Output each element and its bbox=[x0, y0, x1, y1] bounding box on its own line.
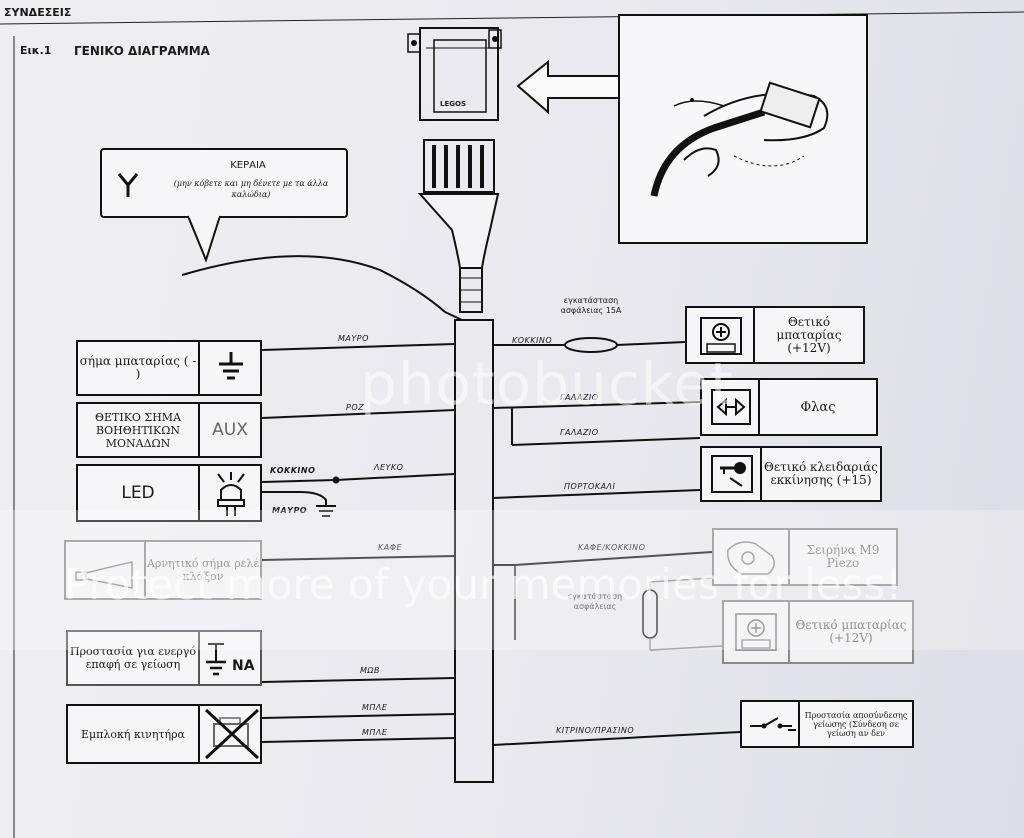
battery-icon bbox=[700, 317, 742, 355]
siren-box: Σειρήνα M9 Piezo bbox=[712, 528, 898, 586]
battery-positive-label: Θετικό μπαταρίας (+12V) bbox=[776, 314, 842, 355]
wire-lightblue2-label: ΓΑΛΑΖΙΟ bbox=[560, 428, 599, 437]
antenna-note: (μην κόβετε και μη δένετε με τα άλλα καλ… bbox=[173, 179, 329, 199]
diagram-title: ΓΕΝΙΚΟ ΔΙΑΓΡΑΜΜΑ bbox=[74, 44, 210, 58]
wire-yellow-green-label: ΚΙΤΡΙΝΟ/ΠΡΑΣΙΝΟ bbox=[556, 726, 635, 735]
antenna-callout: ΚΕΡΑΙΑ (μην κόβετε και μη δένετε με τα ά… bbox=[100, 148, 348, 218]
indicator-arrows-icon bbox=[711, 389, 751, 425]
ground-disconnect-label: Προστασία αποσύνδεσης γείωσης (Σύνδεση σ… bbox=[804, 710, 908, 738]
fuse-15a-label: εγκατάσταση ασφάλειας 15A bbox=[560, 296, 622, 315]
horn-relay-box: Αρνητικό σήμα ρελέ κλάξον bbox=[64, 540, 262, 600]
led-box: LED bbox=[76, 464, 262, 522]
fuse-siren-label: εγκατάσταση ασφάλειας bbox=[567, 592, 623, 611]
siren-icon bbox=[727, 541, 775, 575]
ignition-box: Θετικό κλειδαριάς εκκίνησης (+15) bbox=[700, 446, 882, 502]
steering-column-icon bbox=[650, 81, 829, 197]
battery-positive-box: Θετικό μπαταρίας (+12V) bbox=[685, 306, 865, 364]
wire-black-led-label: ΜΑΥΡΟ bbox=[272, 506, 308, 515]
engine-blocked-icon bbox=[204, 708, 260, 760]
switch-icon bbox=[750, 717, 796, 731]
callout-tail bbox=[187, 214, 221, 263]
wire-red-label: ΚΟΚΚΙΝΟ bbox=[270, 466, 316, 475]
battery-negative-label: σήμα μπαταρίας ( - ) bbox=[79, 354, 197, 381]
wire-black-label: ΜΑΥΡΟ bbox=[338, 334, 369, 343]
horn-relay-label: Αρνητικό σήμα ρελέ κλάξον bbox=[146, 557, 260, 583]
antenna-title: ΚΕΡΑΙΑ bbox=[230, 159, 266, 171]
siren-label: Σειρήνα M9 Piezo bbox=[806, 543, 880, 570]
siren-battery-label: Θετικό μπαταρίας (+12V) bbox=[795, 618, 907, 645]
unit-label: LEGOS bbox=[440, 100, 466, 108]
ground-protection-label: Προστασία για ενεργό επαφή σε γείωση bbox=[69, 645, 196, 671]
figure-number: Εικ.1 bbox=[20, 44, 52, 57]
wire-brown-label: ΚΑΦΕ bbox=[378, 543, 403, 552]
siren-battery-icon bbox=[735, 613, 777, 651]
aux-icon: AUX bbox=[212, 419, 248, 440]
installation-inset bbox=[618, 14, 868, 244]
wire-brown-red-label: ΚΑΦΕ/ΚΟΚΚΙΝΟ bbox=[578, 543, 646, 552]
wire-purple-label: ΜΩΒ bbox=[360, 666, 381, 675]
flashers-label: Φλας bbox=[800, 399, 836, 415]
switch-ground-icon bbox=[206, 643, 226, 676]
aux-output-label: ΘΕΤΙΚΟ ΣΗΜΑ ΒΟΗΘΗΤΙΚΩΝ ΜΟΝΑΔΩΝ bbox=[94, 410, 182, 450]
section-heading: ΣΥΝΔΕΣΕΙΣ bbox=[4, 6, 72, 19]
ground-protection-box: Προστασία για ενεργό επαφή σε γείωση ΝΑ bbox=[66, 630, 262, 686]
wire-lightblue1-label: ΓΑΛΑΖΙΟ bbox=[560, 393, 599, 402]
horn-icon bbox=[75, 561, 133, 589]
wire-blue2-label: ΜΠΛΕ bbox=[362, 728, 388, 737]
wire-red-right-label: ΚΟΚΚΙΝΟ bbox=[512, 336, 553, 345]
ignition-label: Θετικό κλειδαριάς εκκίνησης (+15) bbox=[764, 460, 878, 487]
led-icon bbox=[217, 472, 245, 516]
wire-orange-label: ΠΟΡΤΟΚΑΛΙ bbox=[564, 482, 616, 491]
wire-pink-label: ΡΟΖ bbox=[346, 403, 365, 412]
ground-disconnect-box: Προστασία αποσύνδεσης γείωσης (Σύνδεση σ… bbox=[740, 700, 914, 748]
flashers-box: Φλας bbox=[700, 378, 878, 436]
antenna-icon bbox=[117, 173, 139, 197]
na-icon: ΝΑ bbox=[232, 658, 255, 674]
battery-negative-box: σήμα μπαταρίας ( - ) bbox=[76, 340, 262, 396]
wire-blue1-label: ΜΠΛΕ bbox=[362, 703, 388, 712]
wire-white-label: ΛΕΥΚΟ bbox=[374, 463, 404, 472]
ignition-key-icon bbox=[711, 455, 753, 493]
led-label: LED bbox=[121, 482, 155, 503]
immobilizer-label: Εμπλοκή κινητήρα bbox=[80, 727, 185, 741]
ground-icon bbox=[219, 352, 243, 380]
immobilizer-box: Εμπλοκή κινητήρα bbox=[66, 704, 262, 764]
siren-battery-box: Θετικό μπαταρίας (+12V) bbox=[722, 600, 914, 664]
aux-output-box: ΘΕΤΙΚΟ ΣΗΜΑ ΒΟΗΘΗΤΙΚΩΝ ΜΟΝΑΔΩΝ AUX bbox=[76, 402, 262, 458]
